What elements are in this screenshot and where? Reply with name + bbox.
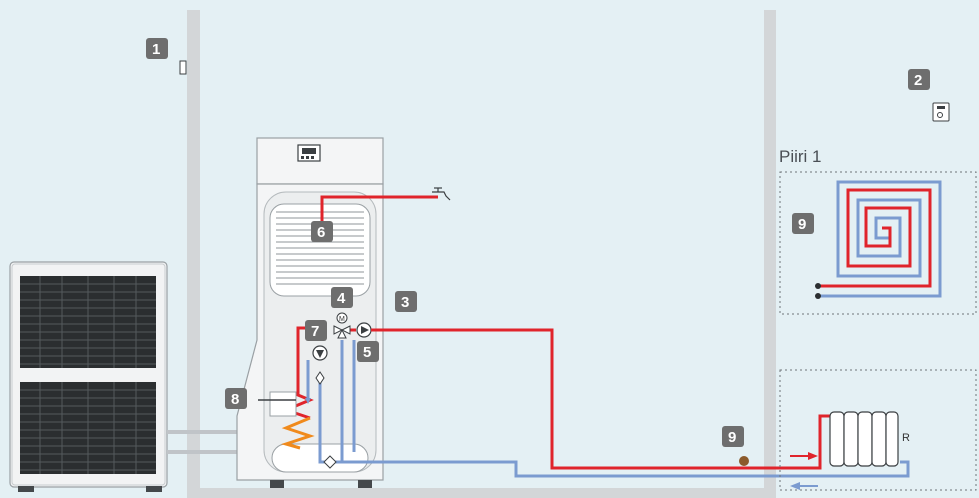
circulation-pump-icon [356,322,372,338]
svg-text:9: 9 [728,429,736,446]
outer-wall [187,10,200,498]
heat-pump-outdoor-unit-icon [9,261,168,492]
room-thermostat-icon [932,102,950,122]
inner-wall [764,10,776,498]
svg-text:7: 7 [311,323,319,340]
svg-text:2: 2 [914,72,922,89]
radiator-boundary [779,369,977,491]
svg-text:1: 1 [152,41,160,58]
radiator-label: R [902,432,910,444]
circuit-connector-return [815,293,821,299]
svg-text:6: 6 [317,224,325,241]
badge-5: 5 [357,341,379,362]
floor [187,488,776,498]
badge-1: 1 [146,38,168,59]
return-arrow-icon [790,482,800,490]
sensor-dot [739,456,749,466]
svg-text:5: 5 [363,344,371,361]
hot-water-pipe [320,195,438,228]
badge-2: 2 [908,69,930,90]
radiator-icon [829,411,899,467]
badge-9-floor: 9 [792,213,814,234]
badge-4: 4 [331,287,353,308]
control-panel-icon [297,144,321,162]
check-valve-icon [315,371,337,469]
charging-pump-icon [312,345,328,361]
room-sensor-icon [179,60,187,75]
svg-text:4: 4 [337,290,346,307]
svg-text:9: 9 [798,216,806,233]
circuit-connector-supply [815,283,821,289]
tap-icon [432,187,451,201]
flow-arrow-icon [305,398,311,404]
svg-text:3: 3 [401,294,409,311]
floor-heating-spiral-icon [818,180,942,298]
badge-9-sensor: 9 [722,426,744,447]
badge-3: 3 [395,291,417,312]
svg-text:M: M [339,316,345,323]
badge-7: 7 [305,320,327,341]
circuit-label: Piiri 1 [779,147,822,166]
badge-6: 6 [311,221,333,242]
mixing-valve-icon: M [333,312,351,339]
radiator-return-pipe [780,460,910,478]
badge-8: 8 [225,388,247,409]
supply-arrow-icon [808,452,818,460]
svg-text:8: 8 [231,391,239,408]
heating-supply-pipe [371,328,830,470]
electric-heater-icon [269,391,297,417]
circuit-1-boundary [779,171,977,315]
